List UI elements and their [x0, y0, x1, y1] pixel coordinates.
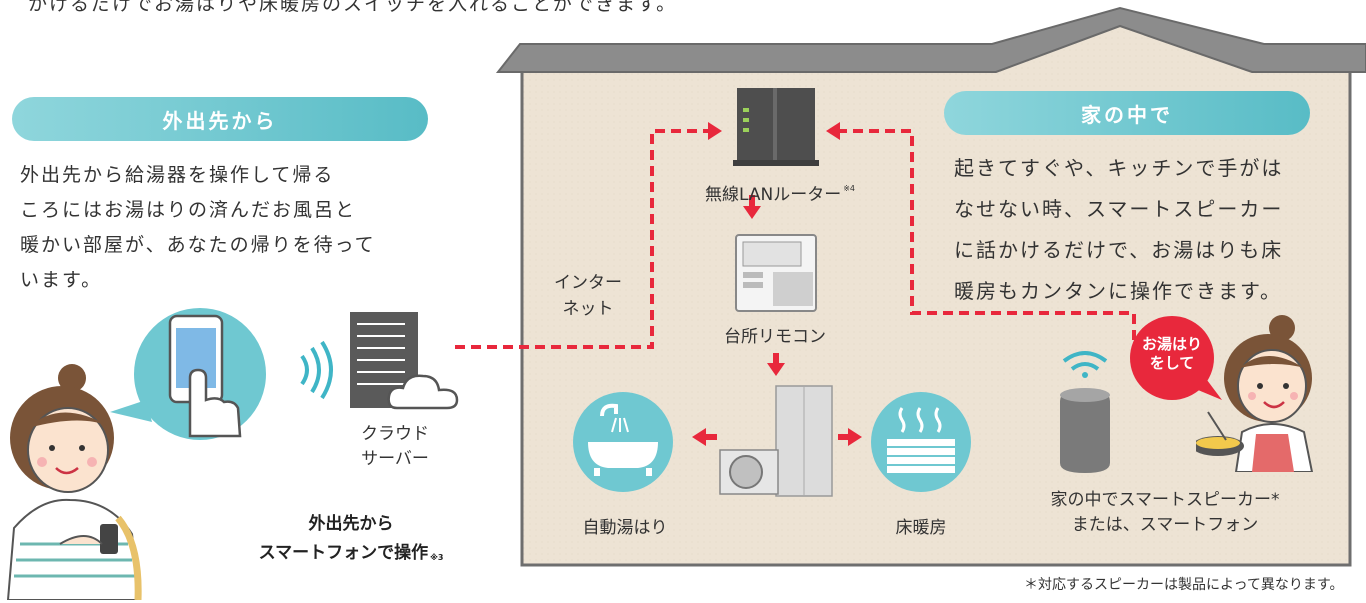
speech-bubble-text: お湯はり をして — [1126, 335, 1218, 373]
woman-with-phone-illustration — [6, 364, 142, 600]
speaker-router-line — [838, 129, 1136, 340]
outside-paragraph-line: 暖かい部屋が、あなたの帰りを待って — [20, 234, 376, 256]
smart-speaker-icon — [1060, 351, 1110, 473]
arrow-to-floor — [848, 428, 862, 446]
outside-caption-line2: スマートフォンで操作 — [258, 543, 429, 563]
outside-caption: 外出先から スマートフォンで操作※3 — [206, 510, 496, 568]
smartphone-bubble — [110, 308, 266, 440]
house-roof — [495, 6, 1366, 73]
arrow-router-to-remote — [743, 206, 761, 219]
home-paragraph: 起きてすぐや、キッチンで手がは なせない時、スマートスピーカー に話かけるだけで… — [954, 148, 1334, 312]
cloud-label-line: サーバー — [361, 449, 429, 469]
internet-line — [455, 129, 712, 349]
speech-bubble-line: をして — [1149, 354, 1195, 372]
speaker-label: 家の中でスマートスピーカー* または、スマートフォン — [1030, 488, 1300, 538]
outside-heading: 外出先から — [12, 97, 428, 141]
note-3: ※3 — [430, 553, 444, 562]
bath-icon — [573, 392, 673, 492]
cloud-server-icon — [350, 312, 459, 410]
arrow-to-router-right — [826, 122, 840, 140]
outside-paragraph-line: 外出先から給湯器を操作して帰る — [20, 164, 335, 186]
speech-bubble-line: お湯はり — [1141, 335, 1202, 353]
remote-label: 台所リモコン — [724, 327, 826, 347]
router-icon — [733, 88, 819, 166]
arrow-to-bath — [692, 428, 706, 446]
outside-caption-line1: 外出先から — [308, 514, 394, 534]
home-paragraph-line: なせない時、スマートスピーカー — [954, 197, 1284, 221]
floor-heating-label: 床暖房 — [895, 518, 947, 538]
bath-label: 自動湯はり — [582, 518, 668, 538]
intro-text: かけるだけでお湯はりや床暖房のスイッチを入れることができます。 — [28, 0, 678, 15]
speaker-label-line: 家の中でスマートスピーカー* — [1050, 490, 1280, 510]
router-label-wrap: 無線LANルーター※4 — [690, 180, 870, 205]
footnote: ＊対応するスピーカーは製品によって異なります。 — [1024, 577, 1344, 593]
internet-label-line: インター — [554, 273, 622, 293]
note-4: ※4 — [843, 184, 855, 193]
water-heater-unit-icon — [719, 385, 833, 497]
arrow-remote-to-unit — [767, 363, 785, 376]
speaker-label-line: または、スマートフォン — [1071, 515, 1259, 535]
outside-paragraph-line: ころにはお湯はりの済んだお風呂と — [20, 199, 357, 221]
floor-heating-icon — [871, 392, 971, 492]
cloud-server-label: クラウド サーバー — [345, 422, 445, 472]
home-paragraph-line: 起きてすぐや、キッチンで手がは — [954, 156, 1284, 180]
internet-label-line: ネット — [562, 299, 614, 319]
router-label: 無線LANルーター — [704, 185, 842, 205]
speech-bubble — [1130, 316, 1222, 400]
arrow-to-router-left — [708, 122, 722, 140]
internet-label: インター ネット — [548, 270, 628, 322]
outside-paragraph-line: います。 — [20, 269, 103, 291]
cooking-woman-illustration — [1196, 315, 1314, 472]
cloud-label-line: クラウド — [361, 424, 429, 444]
home-paragraph-line: 暖房もカンタンに操作できます。 — [954, 279, 1282, 303]
phone-hand-icon — [168, 314, 242, 438]
home-heading: 家の中で — [944, 91, 1310, 135]
wifi-icon — [1062, 351, 1108, 371]
kitchen-remote-icon — [735, 234, 817, 312]
wireless-signal-icon — [300, 340, 333, 400]
outside-paragraph: 外出先から給湯器を操作して帰る ころにはお湯はりの済んだお風呂と 暖かい部屋が、… — [20, 158, 440, 298]
home-paragraph-line: に話かけるだけで、お湯はりも床 — [954, 238, 1284, 262]
